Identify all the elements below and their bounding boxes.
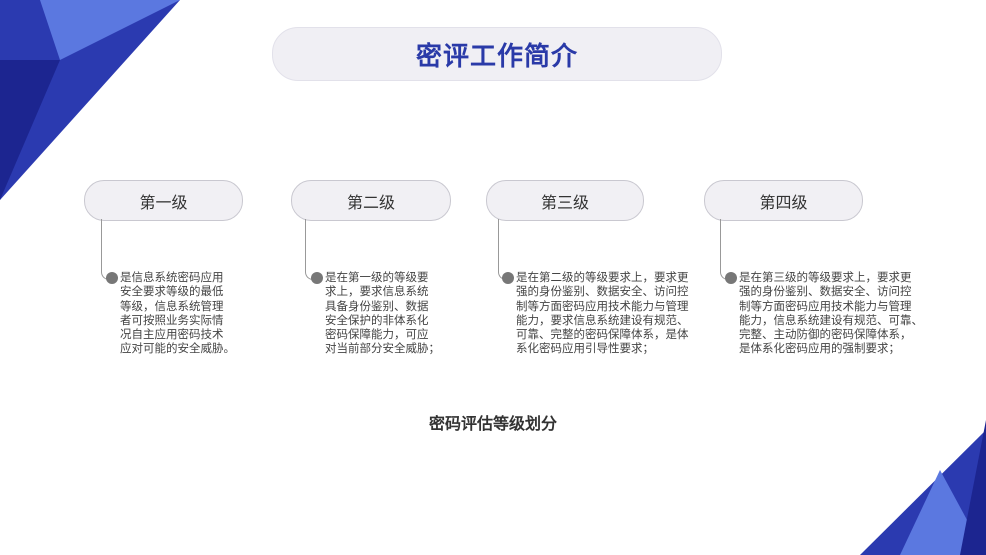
level-3-pill: 第三级: [486, 180, 644, 221]
connector-line: [498, 219, 511, 280]
bullet-icon: [311, 272, 323, 284]
connector-line: [305, 219, 318, 280]
connector-line: [720, 219, 733, 280]
level-2-description: 是在第一级的等级要求上，要求信息系统具备身份鉴别、数据安全保护的非体系化密码保障…: [325, 270, 440, 356]
level-4-description: 是在第三级的等级要求上，要求更强的身份鉴别、数据安全、访问控制等方面密码应用技术…: [739, 270, 923, 356]
bullet-icon: [106, 272, 118, 284]
page-title: 密评工作简介: [272, 27, 722, 81]
level-3-description: 是在第二级的等级要求上，要求更强的身份鉴别、数据安全、访问控制等方面密码应用技术…: [516, 270, 689, 356]
level-1-description: 是信息系统密码应用安全要求等级的最低等级，信息系统管理者可按照业务实际情况自主应…: [120, 270, 235, 356]
level-2-pill: 第二级: [291, 180, 451, 221]
caption: 密码评估等级划分: [428, 414, 557, 433]
level-4-pill: 第四级: [704, 180, 863, 221]
level-1-pill: 第一级: [84, 180, 243, 221]
connector-line: [101, 219, 114, 280]
bullet-icon: [502, 272, 514, 284]
bullet-icon: [725, 272, 737, 284]
